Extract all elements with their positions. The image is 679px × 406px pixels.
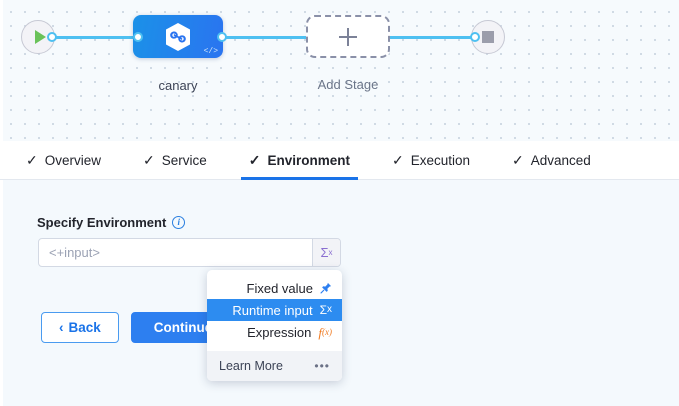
specify-environment-label: Specify Environment i — [37, 215, 186, 230]
menu-item-expression[interactable]: Expression f(x) — [207, 321, 342, 343]
stage-node-canary[interactable]: </> — [133, 15, 223, 58]
back-button[interactable]: ‹ Back — [41, 312, 119, 343]
connector-stage-to-addstage — [222, 36, 306, 39]
add-stage-node[interactable] — [306, 15, 390, 58]
connector-dot-end — [470, 32, 480, 42]
wizard-button-row: ‹ Back Continue — [41, 312, 236, 343]
check-icon: ✓ — [248, 152, 261, 168]
ellipsis-icon[interactable]: ••• — [314, 359, 330, 373]
play-icon — [34, 30, 46, 44]
sigma-glyph-sup: x — [327, 304, 332, 315]
connector-dot-stage-out — [217, 32, 227, 42]
fx-glyph-sub: (x) — [322, 326, 332, 337]
learn-more-row[interactable]: Learn More ••• — [207, 351, 342, 381]
tab-service-label: Service — [161, 152, 207, 168]
menu-item-runtime-input-label: Runtime input — [232, 302, 313, 318]
field-label-text: Specify Environment — [37, 215, 167, 230]
connector-addstage-to-end — [389, 36, 475, 39]
tab-environment-label: Environment — [267, 152, 350, 168]
tab-service[interactable]: ✓ Service — [129, 141, 221, 179]
info-icon[interactable]: i — [172, 216, 186, 229]
pin-icon — [320, 282, 332, 294]
tab-advanced-label: Advanced — [530, 152, 591, 168]
sigma-glyph: Σ — [319, 303, 327, 317]
plus-icon — [339, 27, 357, 46]
harness-hexagon-icon — [166, 22, 190, 51]
menu-item-fixed-value-label: Fixed value — [246, 280, 313, 296]
check-icon: ✓ — [392, 152, 404, 168]
environment-input[interactable] — [39, 239, 312, 266]
tab-execution-label: Execution — [410, 152, 471, 168]
code-badge-icon: </> — [203, 47, 218, 56]
continue-button-label: Continue — [153, 320, 213, 335]
sigma-icon: Σ — [320, 245, 329, 260]
menu-item-expression-label: Expression — [247, 324, 312, 340]
menu-item-fixed-value[interactable]: Fixed value — [207, 277, 342, 299]
fx-glyph: f — [318, 324, 322, 340]
pipeline-canvas[interactable]: </> canary Add Stage — [0, 0, 679, 141]
tab-advanced[interactable]: ✓ Advanced — [498, 141, 605, 179]
fx-icon: f(x) — [318, 326, 332, 339]
canvas-left-edge — [0, 0, 3, 141]
chevron-left-icon: ‹ — [59, 320, 64, 335]
tab-overview[interactable]: ✓ Overview — [12, 141, 115, 179]
add-stage-label: Add Stage — [317, 77, 379, 92]
stage-tab-bar: ✓ Overview ✓ Service ✓ Environment ✓ Exe… — [0, 141, 679, 180]
check-icon: ✓ — [26, 152, 38, 168]
connector-dot-stage-in — [133, 32, 143, 42]
environment-input-wrapper[interactable]: Σx — [38, 238, 341, 267]
connector-dot-start — [47, 32, 57, 42]
pin-glyph — [320, 282, 332, 294]
connector-start-to-stage — [54, 36, 138, 39]
stop-icon — [482, 31, 494, 43]
back-button-label: Back — [68, 320, 101, 335]
tab-overview-label: Overview — [44, 152, 101, 168]
learn-more-label: Learn More — [219, 359, 283, 373]
sigma-sup: x — [328, 248, 333, 257]
tab-execution[interactable]: ✓ Execution — [378, 141, 484, 179]
stage-node-label: canary — [158, 78, 198, 93]
check-icon: ✓ — [143, 152, 155, 168]
check-icon: ✓ — [512, 152, 524, 168]
tab-environment[interactable]: ✓ Environment — [235, 141, 364, 180]
